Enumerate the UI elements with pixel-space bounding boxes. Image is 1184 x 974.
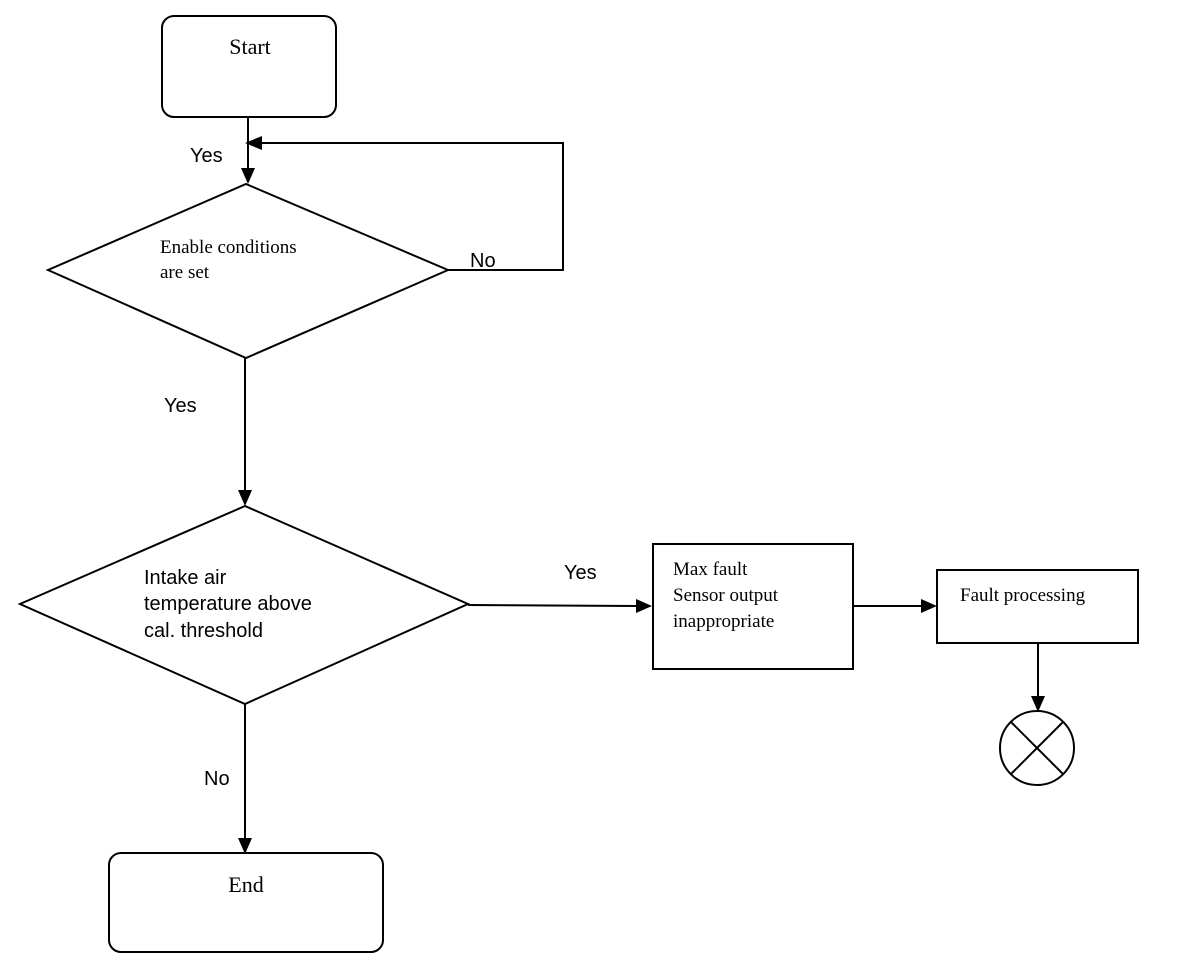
max-fault-label-line2: Sensor output [673,585,779,606]
maxfault-to-processing-arrowhead [921,599,937,613]
enable-yes-label: Yes [164,395,197,417]
enable-to-intake-arrowhead [238,490,252,506]
end-node: End [108,852,384,953]
start-label: Start [229,34,271,59]
processing-to-terminator-arrowhead [1031,696,1045,712]
enable-conditions-decision: Enable conditions are set [45,182,451,360]
start-to-enable-arrowhead [241,168,255,184]
enable-conditions-label-line1: Enable conditions [160,237,297,258]
enable-conditions-label-line2: are set [160,262,210,283]
max-fault-label-line1: Max fault [673,559,748,580]
intake-to-maxfault-arrowhead [636,599,652,613]
max-fault-box: Max fault Sensor output inappropriate [652,543,854,670]
intake-air-label-line1: Intake air [144,567,227,589]
no-loop-arrowhead [245,136,262,150]
fault-processing-label: Fault processing [960,585,1086,606]
intake-to-end-arrowhead [238,838,252,854]
intake-air-label-line3: cal. threshold [144,620,263,642]
intake-to-maxfault-line [467,604,637,607]
max-fault-label-line3: inappropriate [673,611,774,632]
loop-yes-label: Yes [190,145,223,167]
enable-no-label: No [470,250,496,272]
circle-x-icon [999,710,1075,786]
no-loop-line [262,142,564,271]
start-node: Start [161,15,337,118]
intake-yes-label: Yes [564,562,597,584]
intake-air-decision: Intake air temperature above cal. thresh… [17,504,471,706]
fault-processing-box: Fault processing [936,569,1139,644]
intake-no-label: No [204,768,230,790]
intake-air-label-line2: temperature above [144,593,312,615]
end-label: End [228,872,263,897]
